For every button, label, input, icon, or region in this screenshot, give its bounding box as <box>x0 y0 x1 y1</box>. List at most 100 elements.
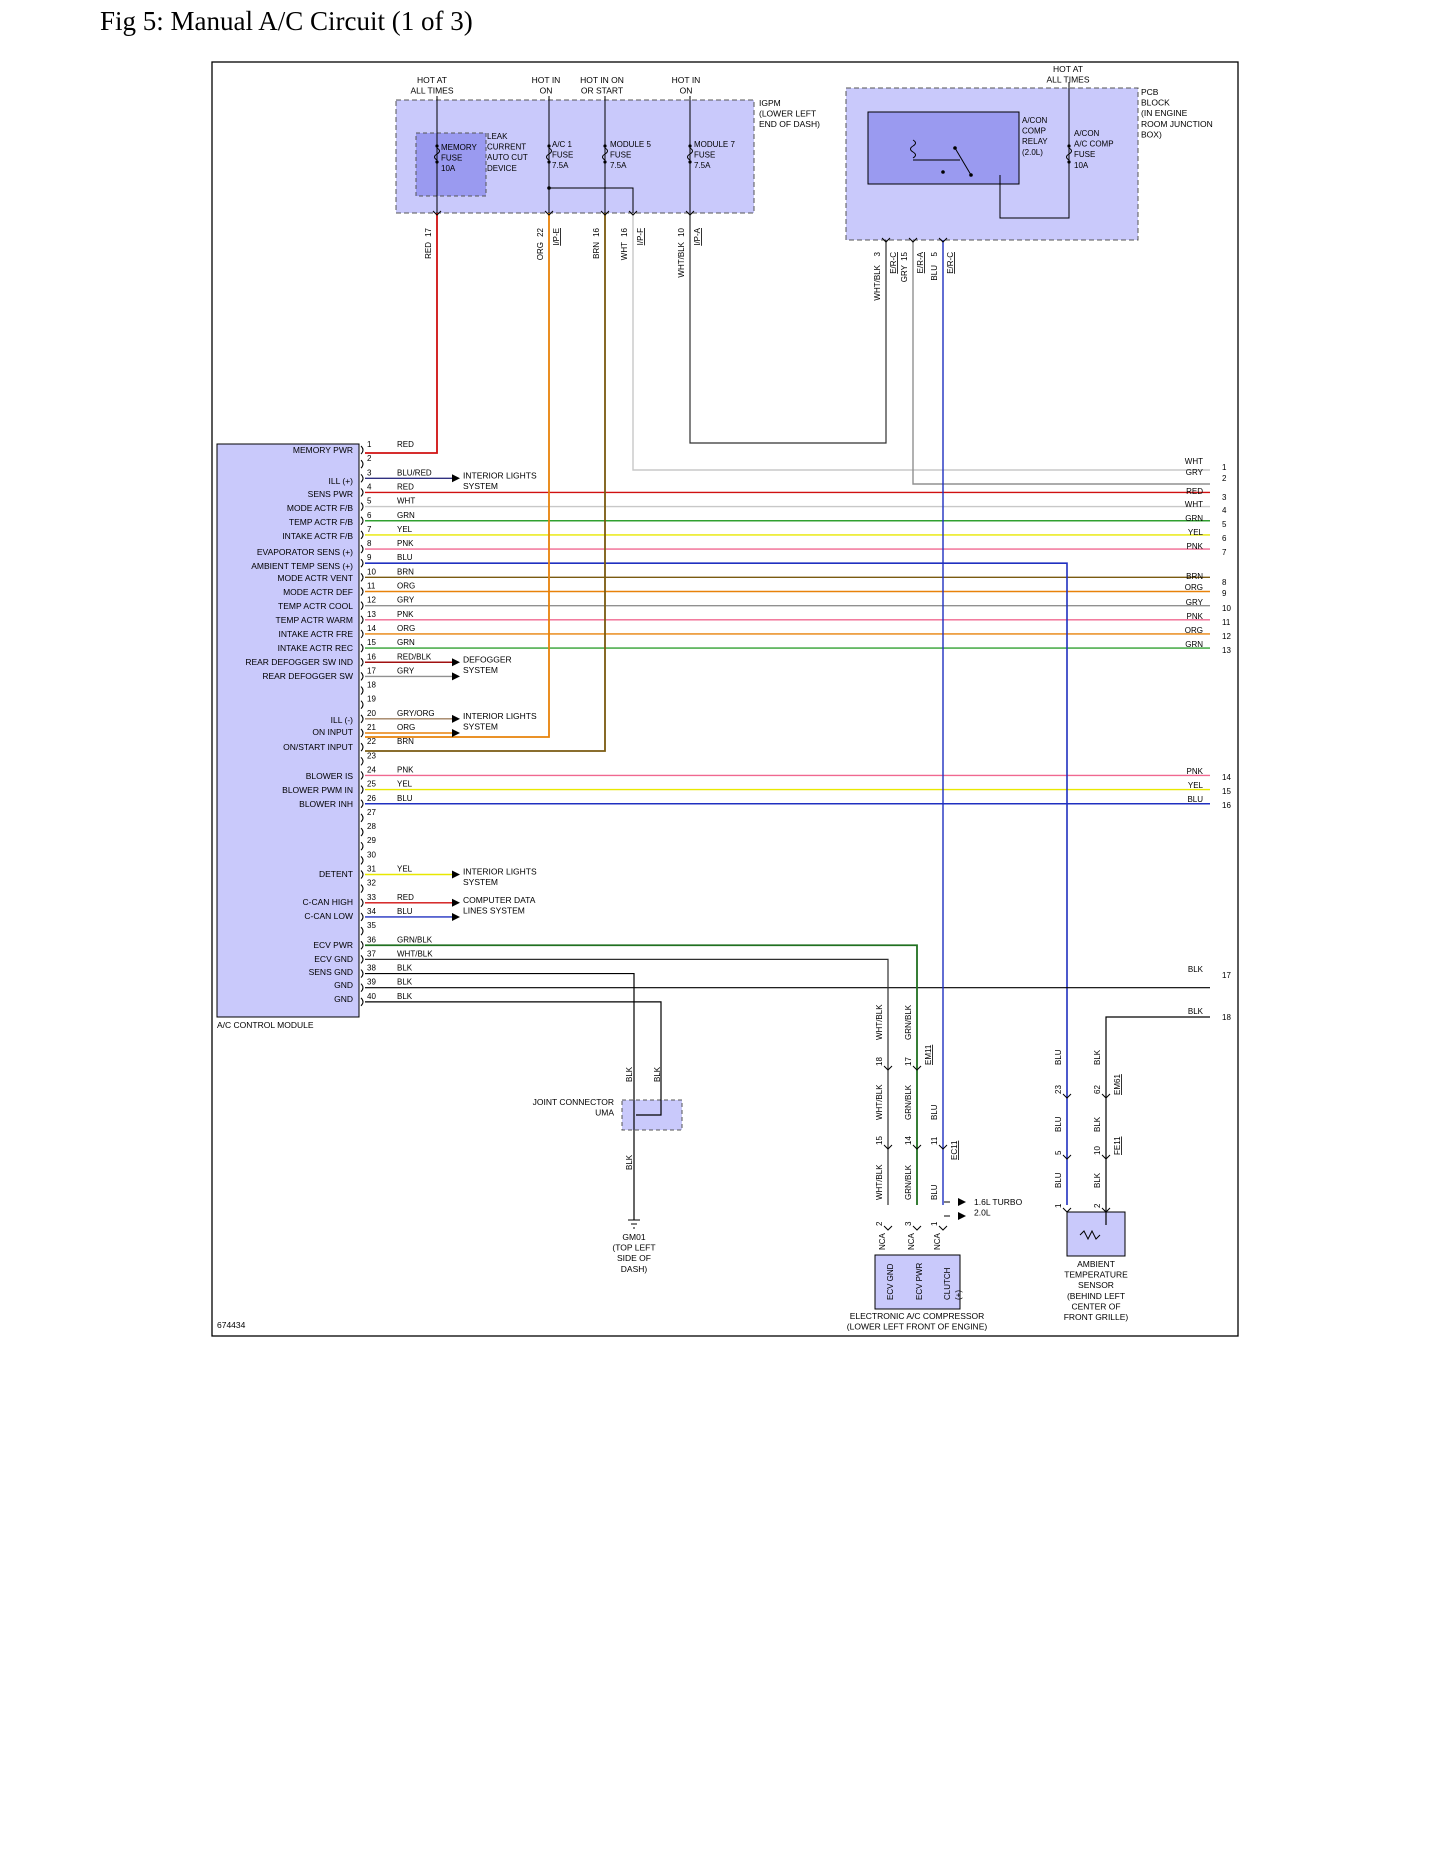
ecv-gnd-wire <box>365 958 889 1205</box>
wire-color-label: PNK <box>1187 767 1204 776</box>
pin-mark <box>360 459 364 469</box>
pin-number: 10 <box>677 227 686 236</box>
compressor-pin-label: ECV GND <box>886 1263 895 1300</box>
legend-arrow <box>958 1198 966 1206</box>
connector-mark <box>938 237 948 243</box>
ambient-sensor-wire <box>365 562 1068 1205</box>
continuation-number: 8 <box>1222 578 1227 587</box>
wire-color-label: GRY <box>1186 468 1204 477</box>
pin-mark <box>360 997 364 1007</box>
module-pin-label: AMBIENT TEMP SENS (+) <box>251 561 353 571</box>
module-pin-label: TEMP ACTR COOL <box>278 601 353 611</box>
pcb-label: (IN ENGINE <box>1141 108 1188 118</box>
connector-mark <box>912 1225 922 1231</box>
pin-mark <box>360 955 364 964</box>
figure-id: 674434 <box>217 1320 246 1330</box>
joint-connector-label: JOINT CONNECTOR <box>533 1097 614 1107</box>
connector-marks <box>360 139 1111 1241</box>
wire-color-label: WHT/BLK <box>677 241 686 277</box>
connector-label: EM61 <box>1113 1074 1122 1095</box>
pcb-fuse-label: FUSE <box>1074 150 1095 159</box>
wire-color-label: WHT <box>1185 500 1203 509</box>
pin-number: 3 <box>367 468 372 477</box>
fuse-terminal <box>1067 160 1071 164</box>
pin-number: 29 <box>367 836 376 845</box>
wire-color-label: ORG <box>397 624 415 633</box>
gry-feed-wire <box>912 240 1210 485</box>
wire-color-label: RED <box>1186 487 1203 496</box>
pin-number: 1 <box>930 1221 939 1226</box>
module-pin-label: SENS PWR <box>308 489 353 499</box>
fuse-terminal <box>547 144 551 148</box>
leak-device-label: CURRENT <box>487 143 526 152</box>
pin-number: 33 <box>367 893 376 902</box>
wire-color-label: BLU <box>1187 795 1203 804</box>
module-pin-label: REAR DEFOGGER SW IND <box>245 657 353 667</box>
wire-color-label: BLK <box>1093 1172 1102 1188</box>
continuation-number: 5 <box>1222 520 1227 529</box>
wire-color-label: GRY/ORG <box>397 709 435 718</box>
pin-number: 7 <box>367 525 372 534</box>
wire-color-label: PNK <box>397 539 414 548</box>
pin-number: 5 <box>930 251 939 256</box>
continuation-number: 9 <box>1222 589 1227 598</box>
pin-number: 19 <box>367 695 376 704</box>
pin-mark <box>360 686 364 695</box>
wire-color-label: BLU <box>930 1184 939 1200</box>
reference-arrow <box>452 658 460 667</box>
pin-mark <box>360 813 364 823</box>
igpm-bus <box>549 187 634 213</box>
pin-mark <box>360 672 364 681</box>
pin-number: 4 <box>367 482 372 491</box>
pcb-label: PCB <box>1141 87 1159 97</box>
fuse-label: MODULE 7 <box>694 140 735 149</box>
wire-color-label: WHT <box>397 497 415 506</box>
pin-mark <box>360 756 364 766</box>
wire-color-label: ORG <box>1185 626 1203 635</box>
connector-label: E/R-C <box>946 252 955 274</box>
continuation-number: 6 <box>1222 534 1227 543</box>
ground-label: GM01 <box>622 1232 645 1242</box>
continuation-number: 18 <box>1222 1013 1231 1022</box>
connector-label: E/R-C <box>889 252 898 274</box>
pin-mark <box>360 728 364 738</box>
wire-color-label: GRN <box>1185 514 1203 523</box>
continuation-number: 15 <box>1222 787 1231 796</box>
pin-number: 20 <box>367 709 376 718</box>
wire-color-label: BLK <box>397 964 413 973</box>
ground-label: (TOP LEFT <box>612 1243 655 1253</box>
pin-number: 5 <box>367 497 372 506</box>
reference-label: INTERIOR LIGHTS <box>463 711 537 721</box>
connector-mark <box>1062 1207 1072 1213</box>
pin-number: 16 <box>592 227 601 236</box>
joint-connector-label: UMA <box>595 1108 614 1118</box>
connector-mark <box>1101 1154 1111 1160</box>
on-start-wire <box>365 213 606 752</box>
hot-label: HOT AT <box>1053 64 1083 74</box>
fuse-terminal <box>603 160 607 164</box>
module-pin-label: MODE ACTR DEF <box>283 587 353 597</box>
fuse-label: 7.5A <box>610 161 627 170</box>
wire-color-label: PNK <box>1187 612 1204 621</box>
pin-mark <box>360 926 364 936</box>
pin-number: 11 <box>930 1136 939 1145</box>
relay-terminal <box>969 173 973 177</box>
wire-color-label: BLK <box>625 1066 634 1082</box>
module-pin-label: REAR DEFOGGER SW <box>262 671 353 681</box>
pin-number: 35 <box>367 921 376 930</box>
reference-arrow <box>452 714 460 723</box>
module-pin-label: MODE ACTR F/B <box>287 503 353 513</box>
connector-label: FE11 <box>1113 1136 1122 1155</box>
pin-mark <box>360 445 364 455</box>
wire-color-label: BLU <box>930 265 939 281</box>
pin-number: 22 <box>367 737 376 746</box>
pin-number: 36 <box>367 935 376 944</box>
connector-mark <box>1062 1154 1072 1160</box>
pin-number: 14 <box>367 624 376 633</box>
igpm-label: IGPM <box>759 98 781 108</box>
pcb-fuse-label: A/CON <box>1074 129 1100 138</box>
pin-number: 37 <box>367 949 376 958</box>
continuation-number: 12 <box>1222 632 1231 641</box>
pin-number: 10 <box>367 567 376 576</box>
